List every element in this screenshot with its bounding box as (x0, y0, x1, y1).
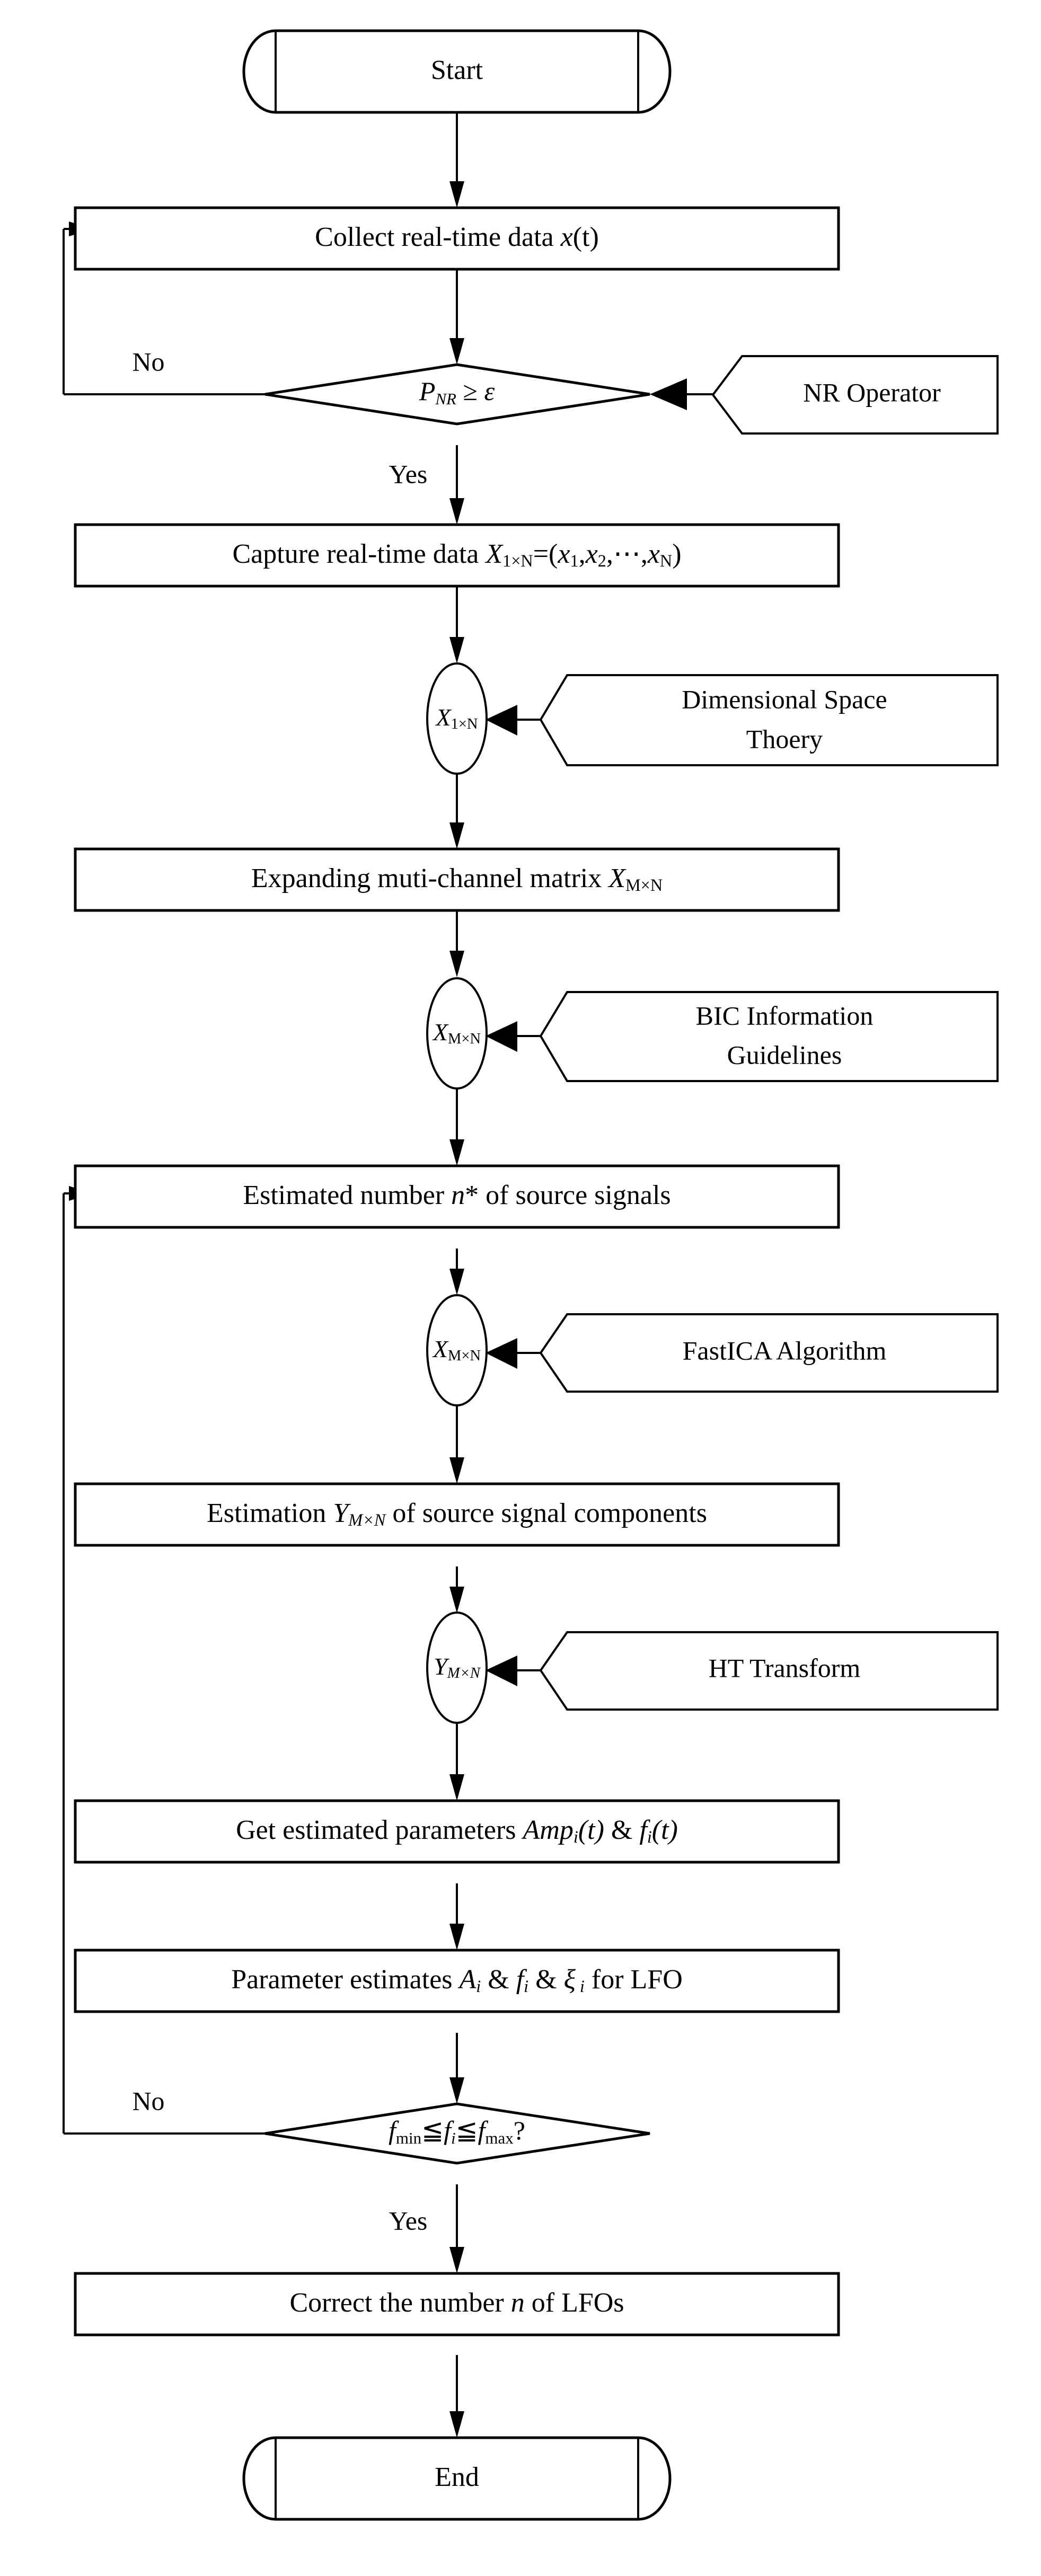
node-capture[interactable]: Capture real-time data X1×N=(x1,x2,⋯,xN) (74, 523, 840, 588)
node-capture-label: Capture real-time data X1×N=(x1,x2,⋯,xN) (232, 539, 681, 570)
node-end-label: End (435, 2462, 479, 2492)
node-connector-xmn-1-label: XM×N (432, 1019, 481, 1047)
node-collect-label: Collect real-time data x(t) (315, 222, 599, 252)
node-correct-number[interactable]: Correct the number n of LFOs (74, 2272, 840, 2336)
edge-label-yes-1: Yes (389, 459, 428, 489)
node-expand-label: Expanding muti-channel matrix XM×N (251, 863, 663, 895)
node-connector-ymn-label: YM×N (434, 1653, 481, 1681)
node-connector-xmn-1[interactable]: XM×N (426, 977, 488, 1090)
edge-label-no-1: No (132, 347, 164, 376)
node-connector-xmn-2[interactable]: XM×N (426, 1294, 488, 1406)
node-estimation-label: Estimation YM×N of source signal compone… (207, 1498, 707, 1529)
note-fastica[interactable]: FastICA Algorithm (539, 1313, 999, 1393)
node-connector-xmn-2-label: XM×N (432, 1335, 481, 1364)
node-estimation[interactable]: Estimation YM×N of source signal compone… (74, 1482, 840, 1547)
node-start-label: Start (431, 55, 483, 85)
edge-label-yes-2: Yes (389, 2206, 428, 2235)
note-ht-transform[interactable]: HT Transform (539, 1631, 999, 1711)
note-nr-operator[interactable]: NR Operator (711, 355, 999, 435)
node-estimated-number-label: Estimated number n* of source signals (243, 1180, 671, 1210)
node-parameter-estimates-label: Parameter estimates Ai & fi & ξ i for LF… (231, 1964, 683, 1996)
note-dimensional-space[interactable]: Dimensional Space Thoery (539, 674, 999, 766)
note-bic[interactable]: BIC Information Guidelines (539, 991, 999, 1082)
note-fastica-label: FastICA Algorithm (683, 1335, 887, 1365)
node-estimated-number[interactable]: Estimated number n* of source signals (74, 1164, 840, 1229)
node-collect[interactable]: Collect real-time data x(t) (74, 206, 840, 271)
node-correct-number-label: Correct the number n of LFOs (289, 2288, 624, 2318)
note-dimensional-space-line1: Dimensional Space (682, 684, 887, 714)
node-end[interactable]: End (242, 2436, 672, 2521)
node-connector-ymn[interactable]: YM×N (426, 1612, 488, 1724)
note-bic-line1: BIC Information (696, 1001, 874, 1030)
node-connector-x1n[interactable]: X1×N (426, 662, 488, 775)
connector-lines (63, 112, 742, 2438)
node-decision-pnr-label: PNR ≥ ε (419, 376, 495, 408)
node-get-parameters[interactable]: Get estimated parameters Ampi(t) & fi(t) (74, 1799, 840, 1864)
node-decision-freq[interactable]: fmin≦fi≦fmax? (264, 2102, 650, 2165)
node-connector-x1n-label: X1×N (435, 704, 478, 732)
node-decision-pnr[interactable]: PNR ≥ ε (264, 363, 650, 426)
node-expand[interactable]: Expanding muti-channel matrix XM×N (74, 847, 840, 912)
note-dimensional-space-line2: Thoery (746, 724, 823, 754)
edge-label-no-2: No (132, 2086, 164, 2115)
note-nr-operator-label: NR Operator (803, 377, 941, 407)
node-parameter-estimates[interactable]: Parameter estimates Ai & fi & ξ i for LF… (74, 1949, 840, 2013)
note-ht-transform-label: HT Transform (709, 1653, 861, 1683)
note-bic-line2: Guidelines (727, 1040, 842, 1069)
node-start[interactable]: Start (242, 29, 672, 114)
node-get-parameters-label: Get estimated parameters Ampi(t) & fi(t) (236, 1815, 678, 1846)
